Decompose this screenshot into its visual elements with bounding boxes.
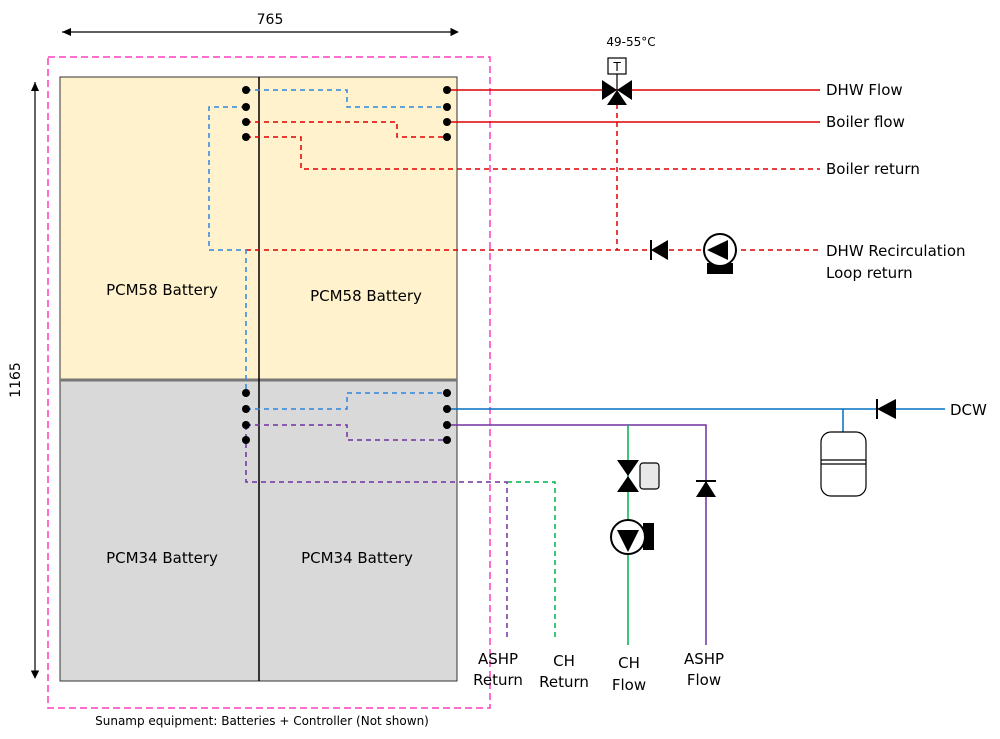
boiler-return-pipe	[246, 136, 820, 170]
internal-blue-dashed-top	[246, 89, 447, 108]
dcw-label: DCW	[950, 401, 987, 419]
check-valve-icon	[650, 240, 668, 260]
ch-return-label-line1: CH	[553, 652, 575, 670]
ashp-return-label-line2: Return	[473, 671, 523, 689]
ashp-flow-label-line1: ASHP	[684, 650, 724, 668]
connector-dot	[242, 421, 250, 429]
ch-flow-label-line2: Flow	[612, 676, 646, 694]
dhw-flow-label: DHW Flow	[826, 81, 903, 99]
dhw-recirculation-label-line2: Loop return	[826, 264, 913, 282]
thermostatic-mixing-valve-icon: T	[602, 57, 632, 105]
ashp-flow-pipe	[447, 424, 707, 645]
height-arrowhead-top	[31, 82, 39, 91]
ashp-return-label-line1: ASHP	[478, 650, 518, 668]
width-arrowhead-left	[62, 28, 71, 36]
ch-pump-icon	[610, 519, 654, 555]
connector-dot	[242, 118, 250, 126]
valve-t-label: T	[612, 60, 621, 74]
connector-dot	[443, 405, 451, 413]
pcm34-right-label: PCM34 Battery	[301, 549, 413, 567]
connector-dot	[242, 436, 250, 444]
connector-dot	[443, 103, 451, 111]
height-dimension-label: 1165	[8, 362, 24, 398]
pcm58-right-label: PCM58 Battery	[310, 287, 422, 305]
width-dimension-label: 765	[257, 12, 284, 28]
recirculation-pump-icon	[703, 233, 737, 274]
pcm34-left-label: PCM34 Battery	[106, 549, 218, 567]
connector-dots	[242, 86, 451, 444]
valve-temperature-label: 49-55°C	[606, 35, 655, 49]
sunamp-enclosure	[47, 56, 491, 709]
motorised-valve-icon	[617, 460, 660, 492]
connector-dot	[242, 103, 250, 111]
boiler-return-label: Boiler return	[826, 160, 920, 178]
pcm58-left-label: PCM58 Battery	[106, 281, 218, 299]
ch-return-pipe	[507, 481, 556, 638]
connector-dot	[443, 118, 451, 126]
connector-dot	[443, 389, 451, 397]
connector-dot	[242, 133, 250, 141]
ashp-flow-label-line2: Flow	[687, 671, 721, 689]
ch-flow-label-line1: CH	[618, 654, 640, 672]
dcw-check-valve-icon	[876, 399, 896, 419]
internal-blue-dashed-link	[208, 106, 247, 393]
ch-return-label-line2: Return	[539, 673, 589, 691]
footer-caption: Sunamp equipment: Batteries + Controller…	[95, 714, 429, 728]
connector-dot	[443, 421, 451, 429]
connector-dot	[443, 133, 451, 141]
internal-boiler-flow-dashed	[246, 121, 447, 138]
ashp-check-valve-icon	[696, 480, 716, 497]
connector-dot	[242, 405, 250, 413]
connector-dot	[443, 86, 451, 94]
expansion-vessel-icon	[820, 431, 867, 497]
internal-blue-dashed-bottom	[246, 392, 447, 410]
ashp-return-pipe	[245, 425, 508, 638]
connector-dot	[242, 86, 250, 94]
connector-dot	[443, 436, 451, 444]
connector-dot	[242, 389, 250, 397]
dhw-recirculation-label-line1: DHW Recirculation	[826, 242, 966, 260]
boiler-flow-label: Boiler flow	[826, 113, 905, 131]
internal-purple-dashed	[246, 424, 447, 441]
